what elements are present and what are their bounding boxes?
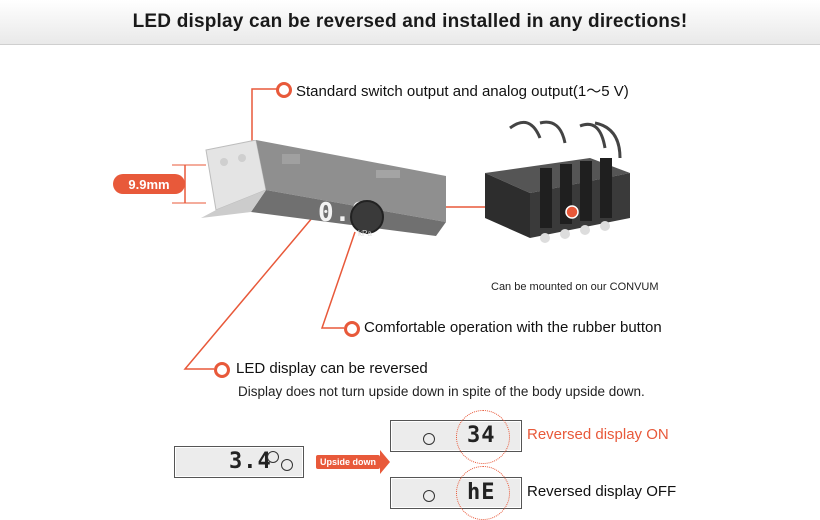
rubber-button-icon bbox=[350, 200, 384, 234]
convum-caption: Can be mounted on our CONVUM bbox=[491, 281, 659, 293]
display-original-button-icon-2 bbox=[281, 459, 293, 471]
display-on-button-icon bbox=[423, 433, 435, 445]
callout-led-reversed-sub: Display does not turn upside down in spi… bbox=[238, 384, 645, 399]
highlight-circle-on bbox=[456, 410, 510, 464]
display-original-button-icon bbox=[267, 451, 279, 463]
page-banner: LED display can be reversed and installe… bbox=[0, 0, 820, 45]
upside-down-label: Upside down bbox=[320, 457, 376, 467]
sensor-unit: kPa bbox=[358, 229, 372, 238]
pressure-sensor-illustration bbox=[201, 140, 446, 236]
convum-manifold-illustration bbox=[485, 120, 630, 243]
dimension-badge: 9.9mm bbox=[113, 174, 185, 194]
highlight-circle-off bbox=[456, 466, 510, 520]
callout-marker-led-reversed bbox=[214, 362, 230, 378]
dimension-label: 9.9mm bbox=[128, 176, 170, 192]
callout-rubber-button: Comfortable operation with the rubber bu… bbox=[364, 319, 662, 336]
upside-down-arrow-head bbox=[380, 450, 390, 474]
display-original-value: 3.4 bbox=[229, 449, 272, 474]
display-original: 3.4 bbox=[174, 446, 304, 478]
reversed-on-label: Reversed display ON bbox=[527, 426, 669, 443]
display-off-button-icon bbox=[423, 490, 435, 502]
upside-down-arrow: Upside down bbox=[316, 455, 380, 469]
banner-title: LED display can be reversed and installe… bbox=[132, 11, 688, 32]
callout-marker-rubber-button bbox=[344, 321, 360, 337]
callout-marker-outputs bbox=[276, 82, 292, 98]
callout-led-reversed: LED display can be reversed bbox=[236, 360, 428, 377]
reversed-off-label: Reversed display OFF bbox=[527, 483, 677, 500]
callout-outputs: Standard switch output and analog output… bbox=[296, 83, 629, 100]
